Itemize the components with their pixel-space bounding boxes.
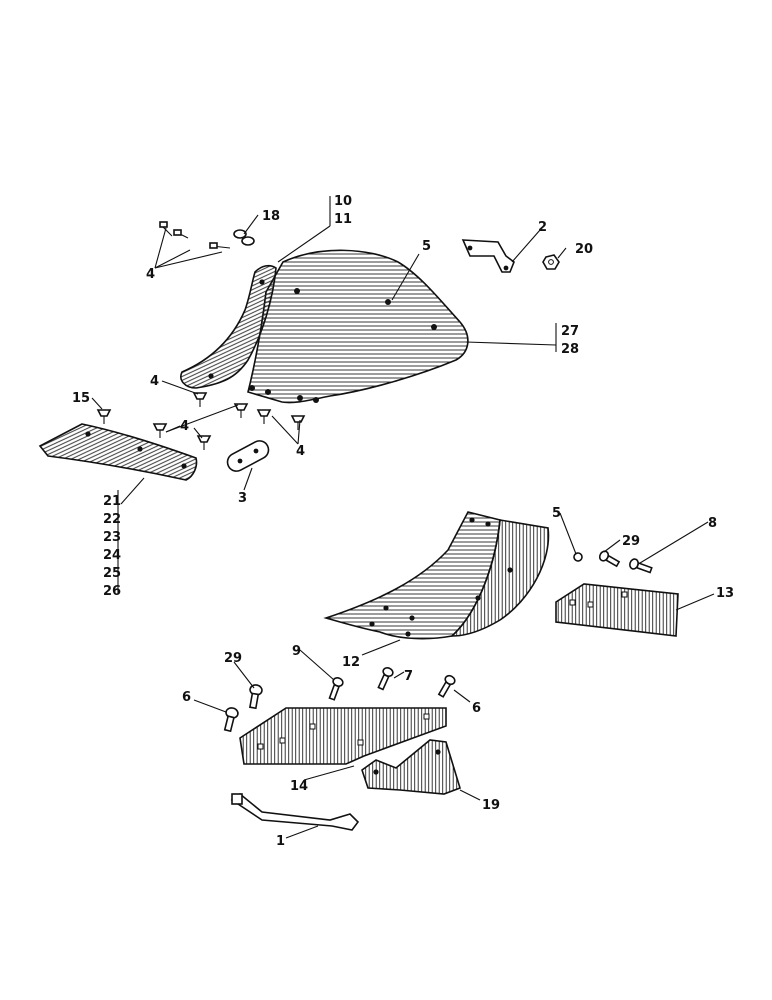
nuts-part [233, 229, 255, 246]
leader-lines [91, 196, 715, 839]
plow-share-part [38, 423, 198, 481]
callout-26: 26 [103, 584, 121, 599]
callout-29-right: 29 [622, 534, 640, 549]
callout-4-d: 4 [296, 444, 305, 459]
callout-22: 22 [103, 512, 121, 527]
callout-20: 20 [575, 242, 593, 257]
callout-5-lower: 5 [552, 506, 561, 521]
callout-18: 18 [262, 209, 280, 224]
callout-13: 13 [716, 586, 734, 601]
callout-24: 24 [103, 548, 121, 563]
shin-part [180, 264, 277, 389]
lower-bolts-part [223, 550, 653, 733]
bolts-part [159, 221, 231, 249]
clamp-part [226, 440, 270, 472]
callout-3: 3 [238, 491, 247, 506]
callout-7: 7 [404, 669, 413, 684]
callout-25: 25 [103, 566, 121, 581]
callout-9: 9 [292, 644, 301, 659]
brace-plate-part [361, 739, 461, 795]
callout-23: 23 [103, 530, 121, 545]
bar-part [230, 792, 360, 831]
lower-moldboard-part [323, 511, 550, 640]
callout-27: 27 [561, 324, 579, 339]
frog-plate-part [239, 707, 447, 765]
callout-19: 19 [482, 798, 500, 813]
callout-1: 1 [276, 834, 285, 849]
brace-part [461, 239, 515, 273]
nut-part [542, 254, 560, 270]
callout-28: 28 [561, 342, 579, 357]
callout-4-a: 4 [146, 267, 155, 282]
callout-12: 12 [342, 655, 360, 670]
callout-21: 21 [103, 494, 121, 509]
callout-8: 8 [708, 516, 717, 531]
callout-14: 14 [290, 779, 308, 794]
moldboard-part [247, 249, 469, 404]
callout-29-left: 29 [224, 651, 242, 666]
callout-6-right: 6 [472, 701, 481, 716]
landside-part [555, 583, 679, 637]
callout-6-left: 6 [182, 690, 191, 705]
callout-4-b: 4 [150, 374, 159, 389]
callout-10: 10 [334, 194, 352, 209]
callout-2: 2 [538, 220, 547, 235]
callout-11: 11 [334, 212, 352, 227]
callout-15: 15 [72, 391, 90, 406]
callout-4-c: 4 [180, 419, 189, 434]
callout-5-upper: 5 [422, 239, 431, 254]
callout-labels: 5 2 20 10 11 27 28 18 4 4 4 4 15 3 21 22… [72, 194, 734, 849]
